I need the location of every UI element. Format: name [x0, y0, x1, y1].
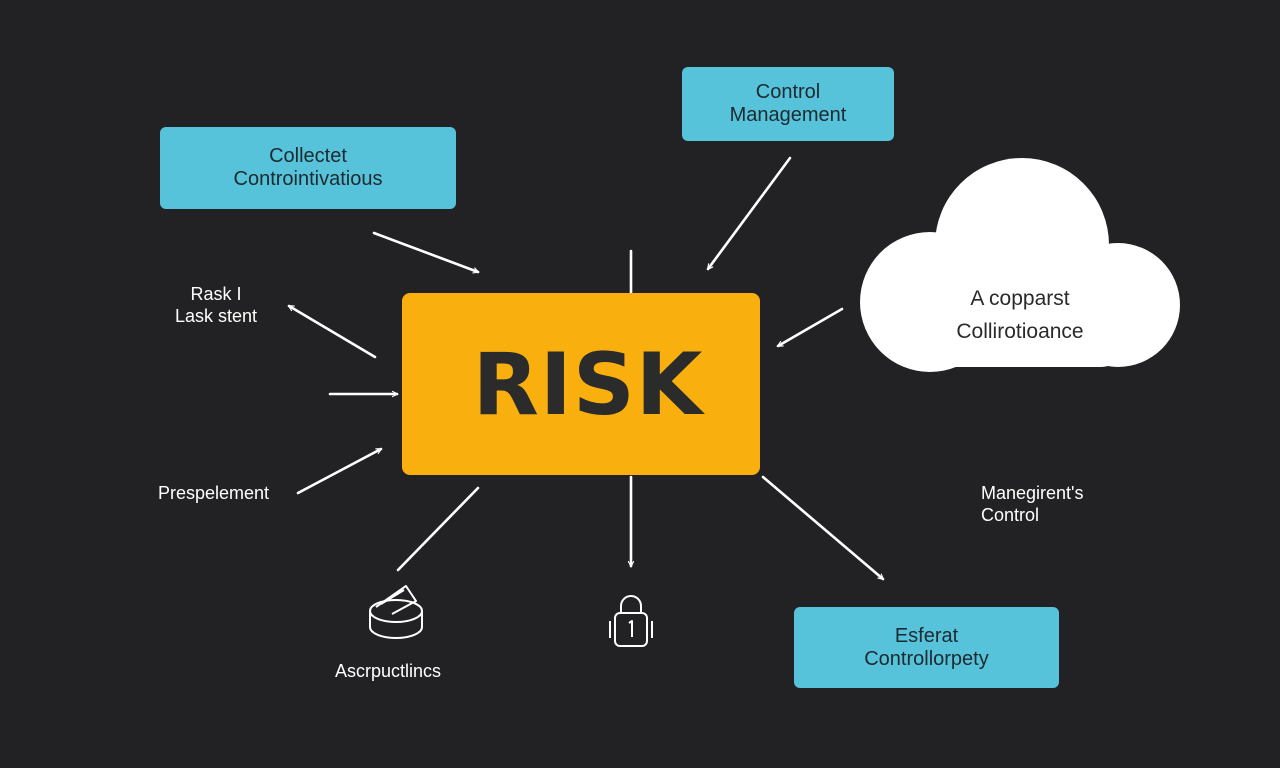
cloud-label: A copparst Collirotioance [890, 282, 1150, 348]
arrow-control-mgmt-to-risk [706, 156, 792, 269]
cloud-label-line2: Collirotioance [956, 320, 1084, 343]
arrow-risk-to-label-risk [289, 304, 377, 359]
collect-box-line1: Collectet [269, 145, 347, 167]
risk-center-box: RISK [402, 293, 760, 475]
risk-label-line2: Lask stent [174, 306, 258, 326]
arrow-cloud-to-risk [778, 307, 844, 348]
ascr-label: Ascrpuctlincs [335, 660, 441, 682]
ascr-label-text: Ascrpuctlincs [335, 661, 442, 681]
esferat-box-line2: Controllorpety [864, 647, 989, 670]
collect-box: Collectet Controintivatious [160, 127, 456, 209]
padlock-icon [609, 595, 653, 647]
risk-title: RISK [472, 335, 704, 435]
esferat-box: Esferat Controllorpety [794, 607, 1059, 688]
arrow-prespelement-to-risk [296, 447, 381, 495]
control-management-box: Control Management [682, 67, 894, 141]
arrow-collect-to-risk [372, 231, 478, 272]
line-risk-to-ascr [396, 486, 480, 572]
cloud-shape [860, 158, 1180, 372]
prespelement-label-text: Prespelement [158, 483, 270, 503]
manage-control-line2: Control [981, 505, 1040, 525]
risk-label-line1: Rask I [190, 284, 242, 304]
collect-box-line2: Controintivatious [233, 168, 383, 190]
prespelement-label: Prespelement [158, 482, 269, 504]
coin-stack-icon [369, 585, 423, 639]
manage-control-line1: Manegirent's [981, 483, 1084, 503]
control-management-line2: Management [729, 104, 847, 126]
manage-control-label: Manegirent's Control [981, 482, 1084, 526]
arrow-risk-to-esferat [761, 475, 883, 581]
cloud-label-line1: A copparst [970, 287, 1070, 310]
esferat-box-line1: Esferat [894, 624, 959, 647]
risk-label: Rask I Lask stent [170, 283, 262, 327]
control-management-line1: Control [755, 81, 821, 103]
